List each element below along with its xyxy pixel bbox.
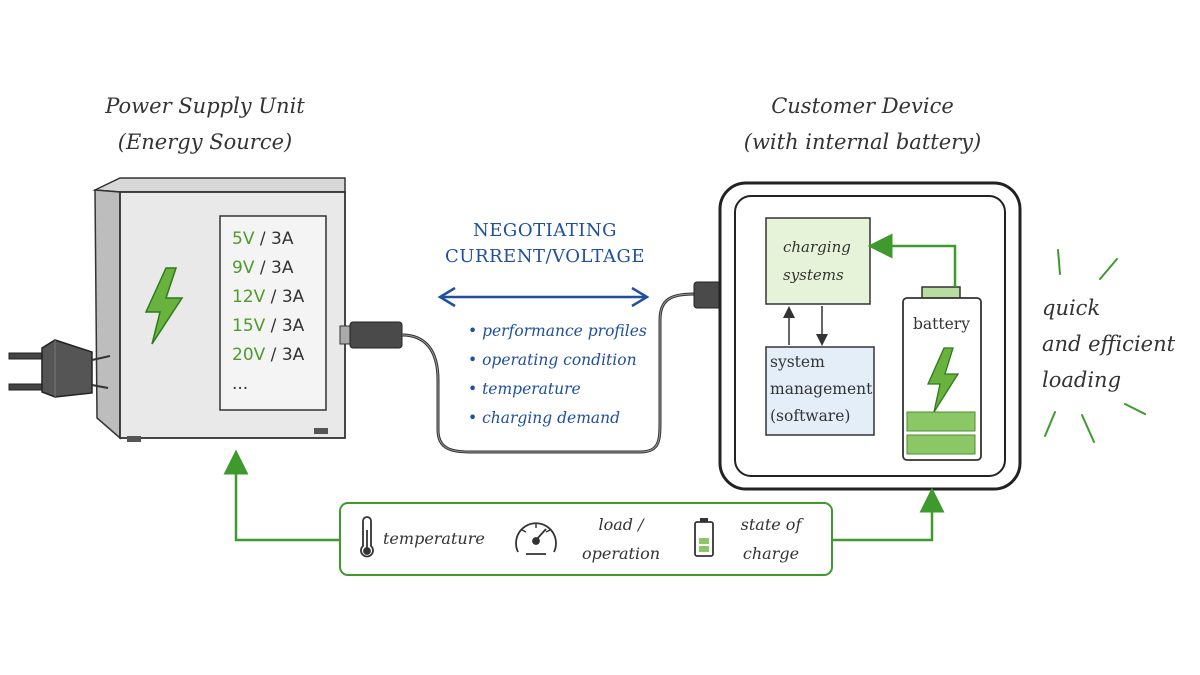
negotiation-title-line1: NEGOTIATING [473,220,617,241]
thermometer-icon [360,516,374,558]
quick-loading-text: quick and efficient loading [1042,296,1176,392]
battery-level-icon [694,518,714,557]
system-management-box [765,346,875,436]
charging-systems-label: charging systems [783,238,851,284]
device-title-line2: (with internal battery) [743,130,982,154]
sparkle-rays [1044,249,1146,443]
psu-profile-list: 5V / 3A 9V / 3A 12V / 3A 15V / 3A 20V / … [232,225,304,399]
negotiation-list: • performance profiles • operating condi… [468,317,647,433]
power-supply-unit [92,177,346,442]
device-title-line1: Customer Device [771,94,954,118]
psu-profile-row: 9V / 3A [232,258,294,278]
psu-title: Power Supply Unit (Energy Source) [60,88,350,160]
psu-profile-row: 15V / 3A [232,316,305,336]
psu-profile-more: ... [232,374,249,394]
psu-profile-row: 12V / 3A [232,287,305,307]
psu-profile-row: 5V / 3A [232,229,294,249]
charging-systems-box [765,217,871,305]
psu-title-line2: (Energy Source) [117,130,293,154]
feedback-soc-label: state of charge [740,515,802,563]
psu-profile-row: 20V / 3A [232,345,305,365]
battery-label: battery [913,315,970,333]
device-title: Customer Device (with internal battery) [720,88,1005,160]
feedback-box [339,502,833,576]
negotiation-item: • performance profiles [468,322,647,340]
negotiation-title-line2: CURRENT/VOLTAGE [445,246,645,267]
negotiation-item: • temperature [468,380,581,398]
feedback-arrow-left [223,449,340,542]
battery-to-charging-arrow [867,233,957,287]
psu-lightning-icon [144,267,184,345]
wall-plug-icon [8,339,111,398]
system-management-label: system management (software) [770,353,873,425]
battery-lightning-icon [926,347,960,413]
feedback-temperature-label: temperature [383,529,485,548]
feedback-arrow-right [832,487,945,542]
negotiation-item: • operating condition [468,351,637,369]
negotiation-item: • charging demand [468,409,621,427]
negotiation-title: NEGOTIATING CURRENT/VOLTAGE [430,218,660,270]
feedback-load-label: load / operation [581,515,660,563]
gauge-icon [515,522,557,555]
psu-title-line1: Power Supply Unit [105,94,305,118]
